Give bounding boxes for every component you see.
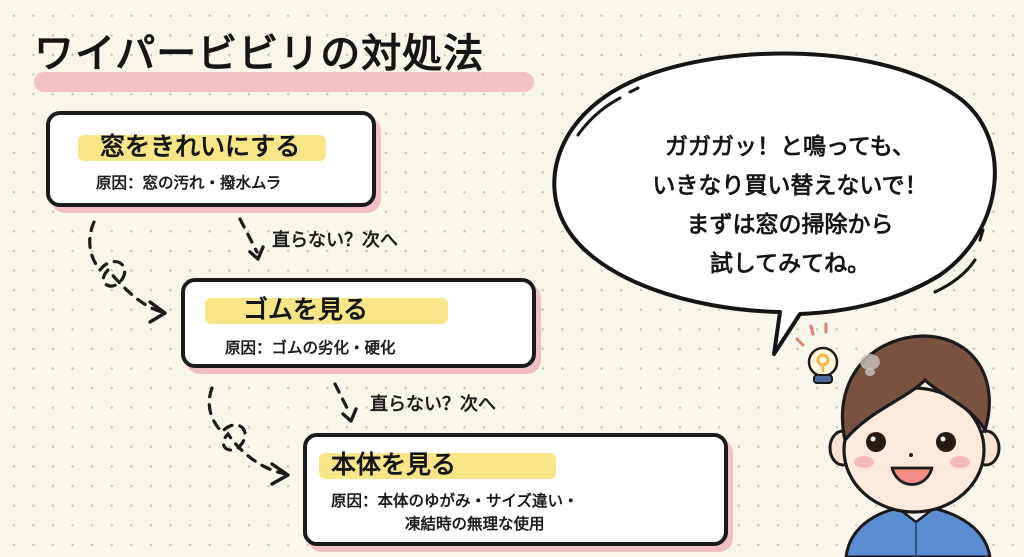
arrowhead-1 <box>148 300 167 324</box>
next-arrow-1 <box>238 217 259 254</box>
heading-highlight <box>205 298 449 324</box>
next-label-1: 直らない？次へ <box>272 230 398 251</box>
step-cause-3b: 凍結時の無理な使用 <box>405 515 545 533</box>
step-card-2: ゴムを見る 原因：ゴムの劣化・硬化 <box>181 278 536 368</box>
page-title: ワイパービビリの対処法 <box>34 31 485 77</box>
step-cause-2: 原因：ゴムの劣化・硬化 <box>225 339 396 357</box>
bubble-line-3: まずは窓の掃除から <box>686 212 894 238</box>
title-highlight <box>34 72 534 92</box>
step-card-1: 窓をきれいにする 原因：窓の汚れ・撥水ムラ <box>46 111 376 207</box>
heading-highlight <box>78 135 327 161</box>
step-heading-1: 窓をきれいにする <box>78 127 327 163</box>
bubble-line-4: 試してみてね。 <box>709 251 871 277</box>
arrowhead-4 <box>341 407 358 423</box>
bubble-line-2: いきなり買い替えないで！ <box>652 173 928 199</box>
step-cause-3a: 原因：本体のゆがみ・サイズ違い・ <box>331 492 579 510</box>
step-heading-2: ゴムを見る <box>205 290 449 326</box>
heading-highlight <box>319 453 557 479</box>
speech-bubble-text: ガガガッ！と鳴っても、 いきなり買い替えないで！ まずは窓の掃除から 試してみて… <box>570 128 1010 284</box>
next-label-2: 直らない？次へ <box>370 394 496 415</box>
next-arrow-2 <box>333 382 352 416</box>
bubble-line-1: ガガガッ！と鳴っても、 <box>664 134 915 160</box>
step-cause-1: 原因：窓の汚れ・撥水ムラ <box>96 174 282 192</box>
step-heading-3: 本体を見る <box>319 445 557 481</box>
step-card-3: 本体を見る 原因：本体のゆがみ・サイズ違い・ 凍結時の無理な使用 <box>303 433 728 546</box>
arrowhead-3 <box>270 462 290 486</box>
loop-arrow-1 <box>88 220 164 314</box>
title-block: ワイパービビリの対処法 <box>34 24 534 92</box>
arrowhead-2 <box>248 245 265 261</box>
loop-arrow-2 <box>207 386 288 476</box>
